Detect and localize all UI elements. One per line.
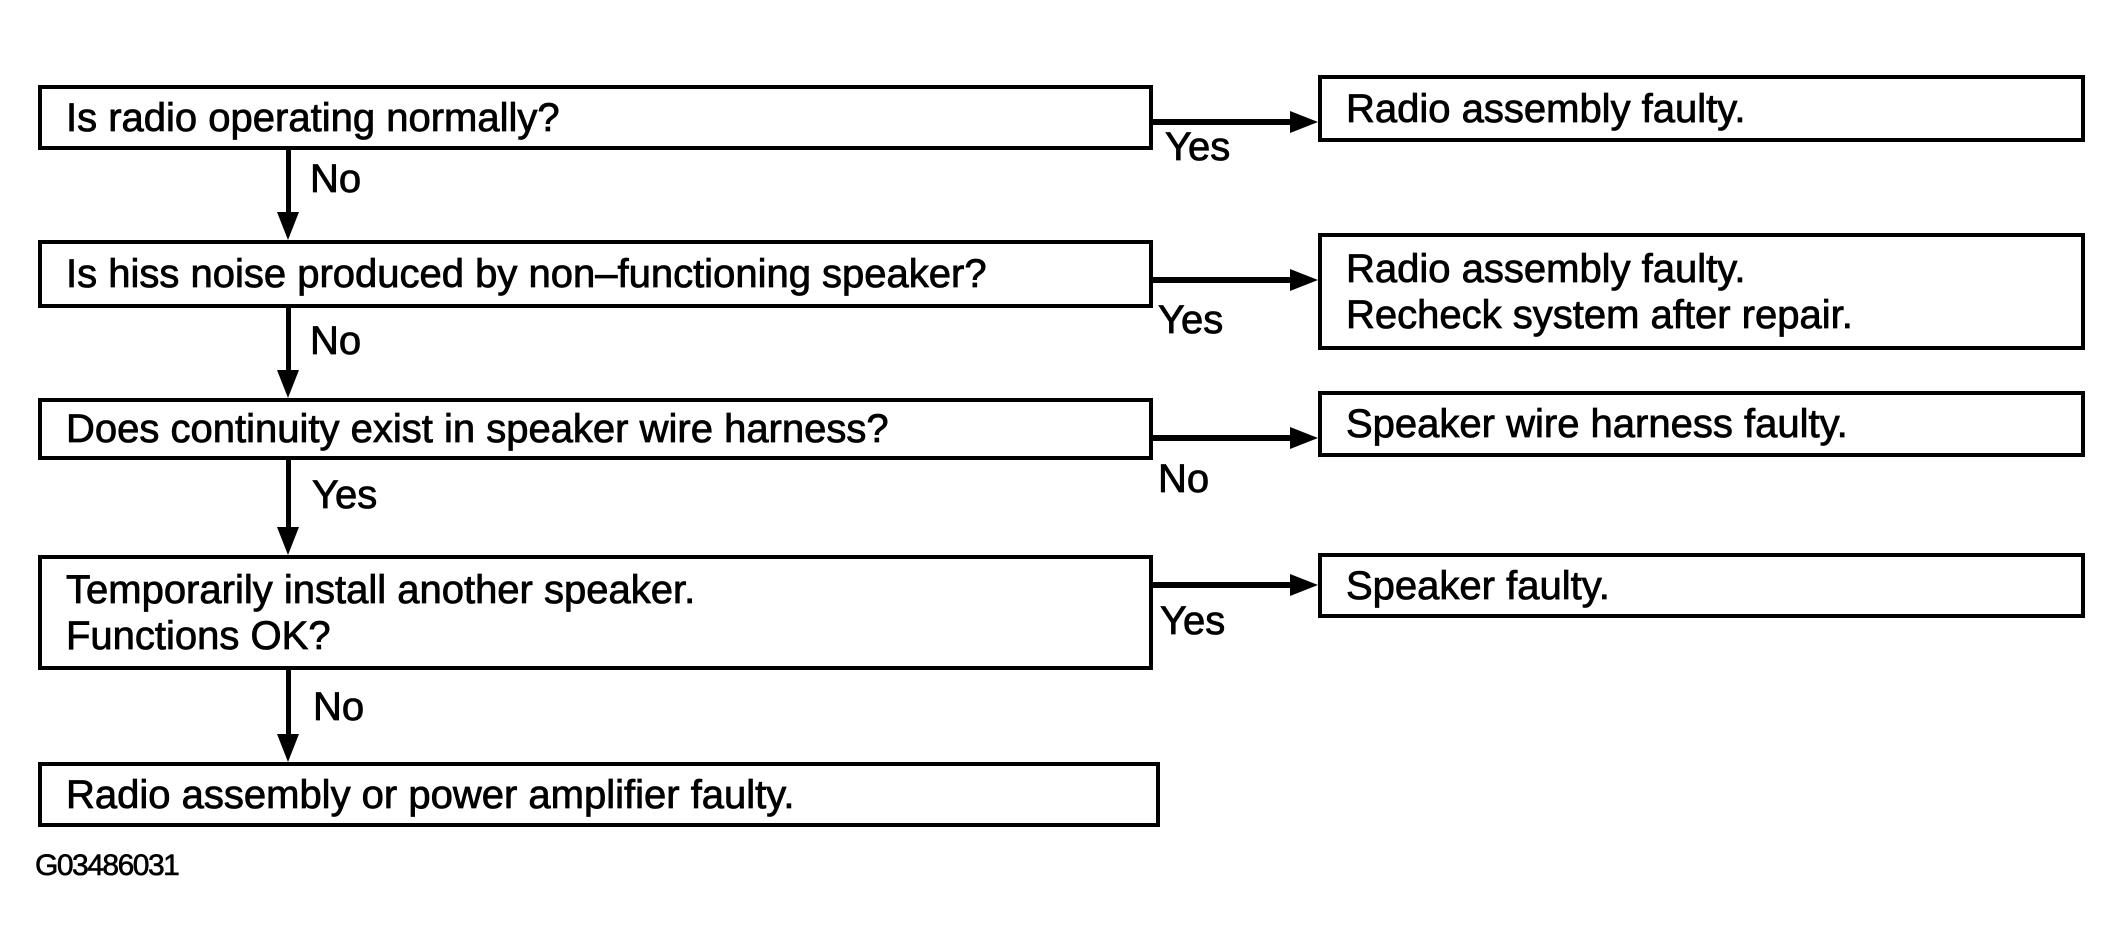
question-text-line1: Temporarily install another speaker. [66, 567, 696, 612]
question-box-hiss-noise: Is hiss noise produced by non–functionin… [38, 240, 1153, 308]
branch-label-no-2: No [310, 319, 362, 363]
branch-label-no-1: No [310, 157, 362, 201]
branch-label-yes-3: Yes [312, 473, 378, 517]
question-text: Does continuity exist in speaker wire ha… [66, 407, 889, 452]
question-text: Is radio operating normally? [66, 95, 560, 140]
branch-label-yes-right-2: Yes [1158, 298, 1224, 342]
arrow-down-3-icon [286, 460, 291, 529]
question-box-install-speaker: Temporarily install another speaker. Fun… [38, 555, 1153, 670]
arrow-right-2-icon [1153, 277, 1292, 283]
branch-label-yes-right-4: Yes [1160, 599, 1226, 643]
question-box-continuity: Does continuity exist in speaker wire ha… [38, 398, 1153, 460]
result-text: Radio assembly faulty. [1346, 86, 1746, 131]
arrow-right-1-head-icon [1290, 111, 1318, 133]
question-box-radio-operating: Is radio operating normally? [38, 85, 1153, 150]
arrow-right-4-icon [1153, 582, 1292, 588]
arrow-down-1-head-icon [277, 212, 299, 240]
result-box-radio-assembly-faulty: Radio assembly faulty. [1318, 75, 2085, 142]
arrow-down-4-head-icon [277, 734, 299, 762]
result-text-line2: Recheck system after repair. [1346, 292, 1854, 337]
result-box-speaker-faulty: Speaker faulty. [1318, 553, 2085, 618]
branch-label-no-right-3: No [1158, 457, 1210, 501]
arrow-right-1-icon [1153, 119, 1292, 125]
arrow-down-4-icon [286, 670, 291, 736]
question-text-line2: Functions OK? [66, 613, 331, 658]
branch-label-yes-right-1: Yes [1165, 125, 1231, 169]
result-text: Speaker faulty. [1346, 563, 1611, 608]
result-text: Speaker wire harness faulty. [1346, 402, 1849, 447]
arrow-down-3-head-icon [277, 527, 299, 555]
question-text: Is hiss noise produced by non–functionin… [66, 252, 987, 297]
figure-id-label: G03486031 [35, 849, 180, 883]
arrow-down-2-head-icon [277, 370, 299, 398]
branch-label-no-4: No [313, 685, 365, 729]
result-box-radio-assembly-recheck: Radio assembly faulty. Recheck system af… [1318, 233, 2085, 350]
result-box-radio-or-amplifier-faulty: Radio assembly or power amplifier faulty… [38, 762, 1160, 827]
result-box-speaker-wire-harness-faulty: Speaker wire harness faulty. [1318, 391, 2085, 457]
arrow-down-1-icon [286, 150, 291, 214]
arrow-right-3-head-icon [1290, 427, 1318, 449]
arrow-right-2-head-icon [1290, 269, 1318, 291]
arrow-down-2-icon [286, 308, 291, 372]
arrow-right-3-icon [1153, 435, 1292, 441]
arrow-right-4-head-icon [1290, 574, 1318, 596]
result-text-line1: Radio assembly faulty. [1346, 246, 1746, 291]
result-text: Radio assembly or power amplifier faulty… [66, 772, 795, 817]
